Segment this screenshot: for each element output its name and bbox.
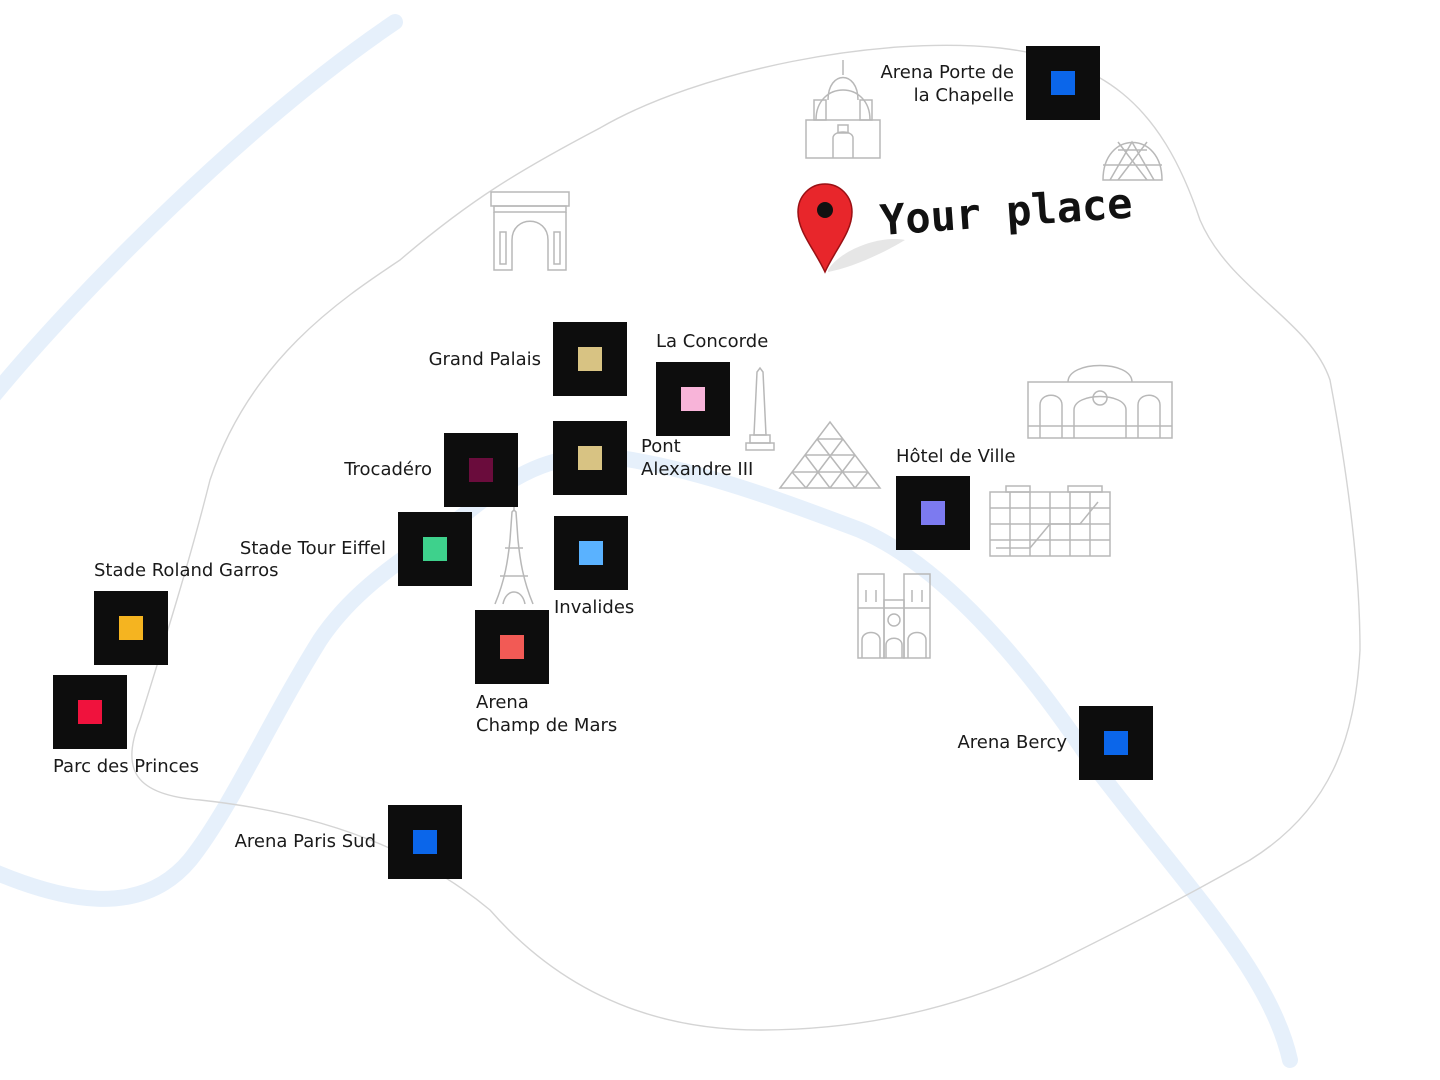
venue-color-bercy: [1104, 731, 1128, 755]
pompidou-icon: [989, 485, 1111, 557]
venue-box-concorde[interactable]: [656, 362, 730, 436]
venue-label-parc-princes: Parc des Princes: [53, 756, 199, 777]
venue-color-hotel-de-ville: [921, 501, 945, 525]
gare-icon: [1027, 364, 1173, 439]
venue-color-paris-sud: [413, 830, 437, 854]
obelisk-icon: [745, 366, 775, 451]
venue-box-paris-sud[interactable]: [388, 805, 462, 879]
venue-label-paris-sud: Arena Paris Sud: [234, 831, 376, 852]
venue-color-tour-eiffel: [423, 537, 447, 561]
venue-box-roland-garros[interactable]: [94, 591, 168, 665]
venue-label-trocadero: Trocadéro: [344, 459, 432, 480]
geode-icon: [1102, 140, 1163, 181]
location-pin-icon: [797, 183, 853, 274]
venue-color-concorde: [681, 387, 705, 411]
venue-label-hotel-de-ville: Hôtel de Ville: [896, 446, 1016, 467]
city-boundary: [131, 44, 1361, 1031]
venue-box-bercy[interactable]: [1079, 706, 1153, 780]
venue-box-pont-alexandre[interactable]: [553, 421, 627, 495]
notre-dame-icon: [857, 573, 931, 659]
venue-label-tour-eiffel: Stade Tour Eiffel: [239, 538, 386, 559]
arc-de-triomphe-icon: [490, 191, 570, 271]
venue-color-trocadero: [469, 458, 493, 482]
venue-color-roland-garros: [119, 616, 143, 640]
venue-label-concorde: La Concorde: [656, 331, 769, 352]
venue-box-parc-princes[interactable]: [53, 675, 127, 749]
venue-box-invalides[interactable]: [554, 516, 628, 590]
venue-label-bercy: Arena Bercy: [957, 732, 1067, 753]
louvre-pyramid-icon: [778, 420, 882, 489]
venue-color-parc-princes: [78, 700, 102, 724]
venue-box-champ-de-mars[interactable]: [475, 610, 549, 684]
eiffel-tower-icon: [494, 502, 534, 605]
sacre-coeur-icon: [805, 60, 881, 159]
venue-box-hotel-de-ville[interactable]: [896, 476, 970, 550]
venue-color-invalides: [579, 541, 603, 565]
venue-box-grand-palais[interactable]: [553, 322, 627, 396]
venue-label-invalides: Invalides: [554, 597, 635, 618]
venue-color-grand-palais: [578, 347, 602, 371]
venue-box-trocadero[interactable]: [444, 433, 518, 507]
venue-box-chapelle[interactable]: [1026, 46, 1100, 120]
venue-label-grand-palais: Grand Palais: [428, 349, 541, 370]
venue-label-roland-garros: Stade Roland Garros: [94, 560, 279, 581]
venue-color-chapelle: [1051, 71, 1075, 95]
venue-color-champ-de-mars: [500, 635, 524, 659]
venue-color-pont-alexandre: [578, 446, 602, 470]
pin-shadow: [828, 239, 905, 272]
seine-river: [0, 14, 403, 401]
venue-box-tour-eiffel[interactable]: [398, 512, 472, 586]
